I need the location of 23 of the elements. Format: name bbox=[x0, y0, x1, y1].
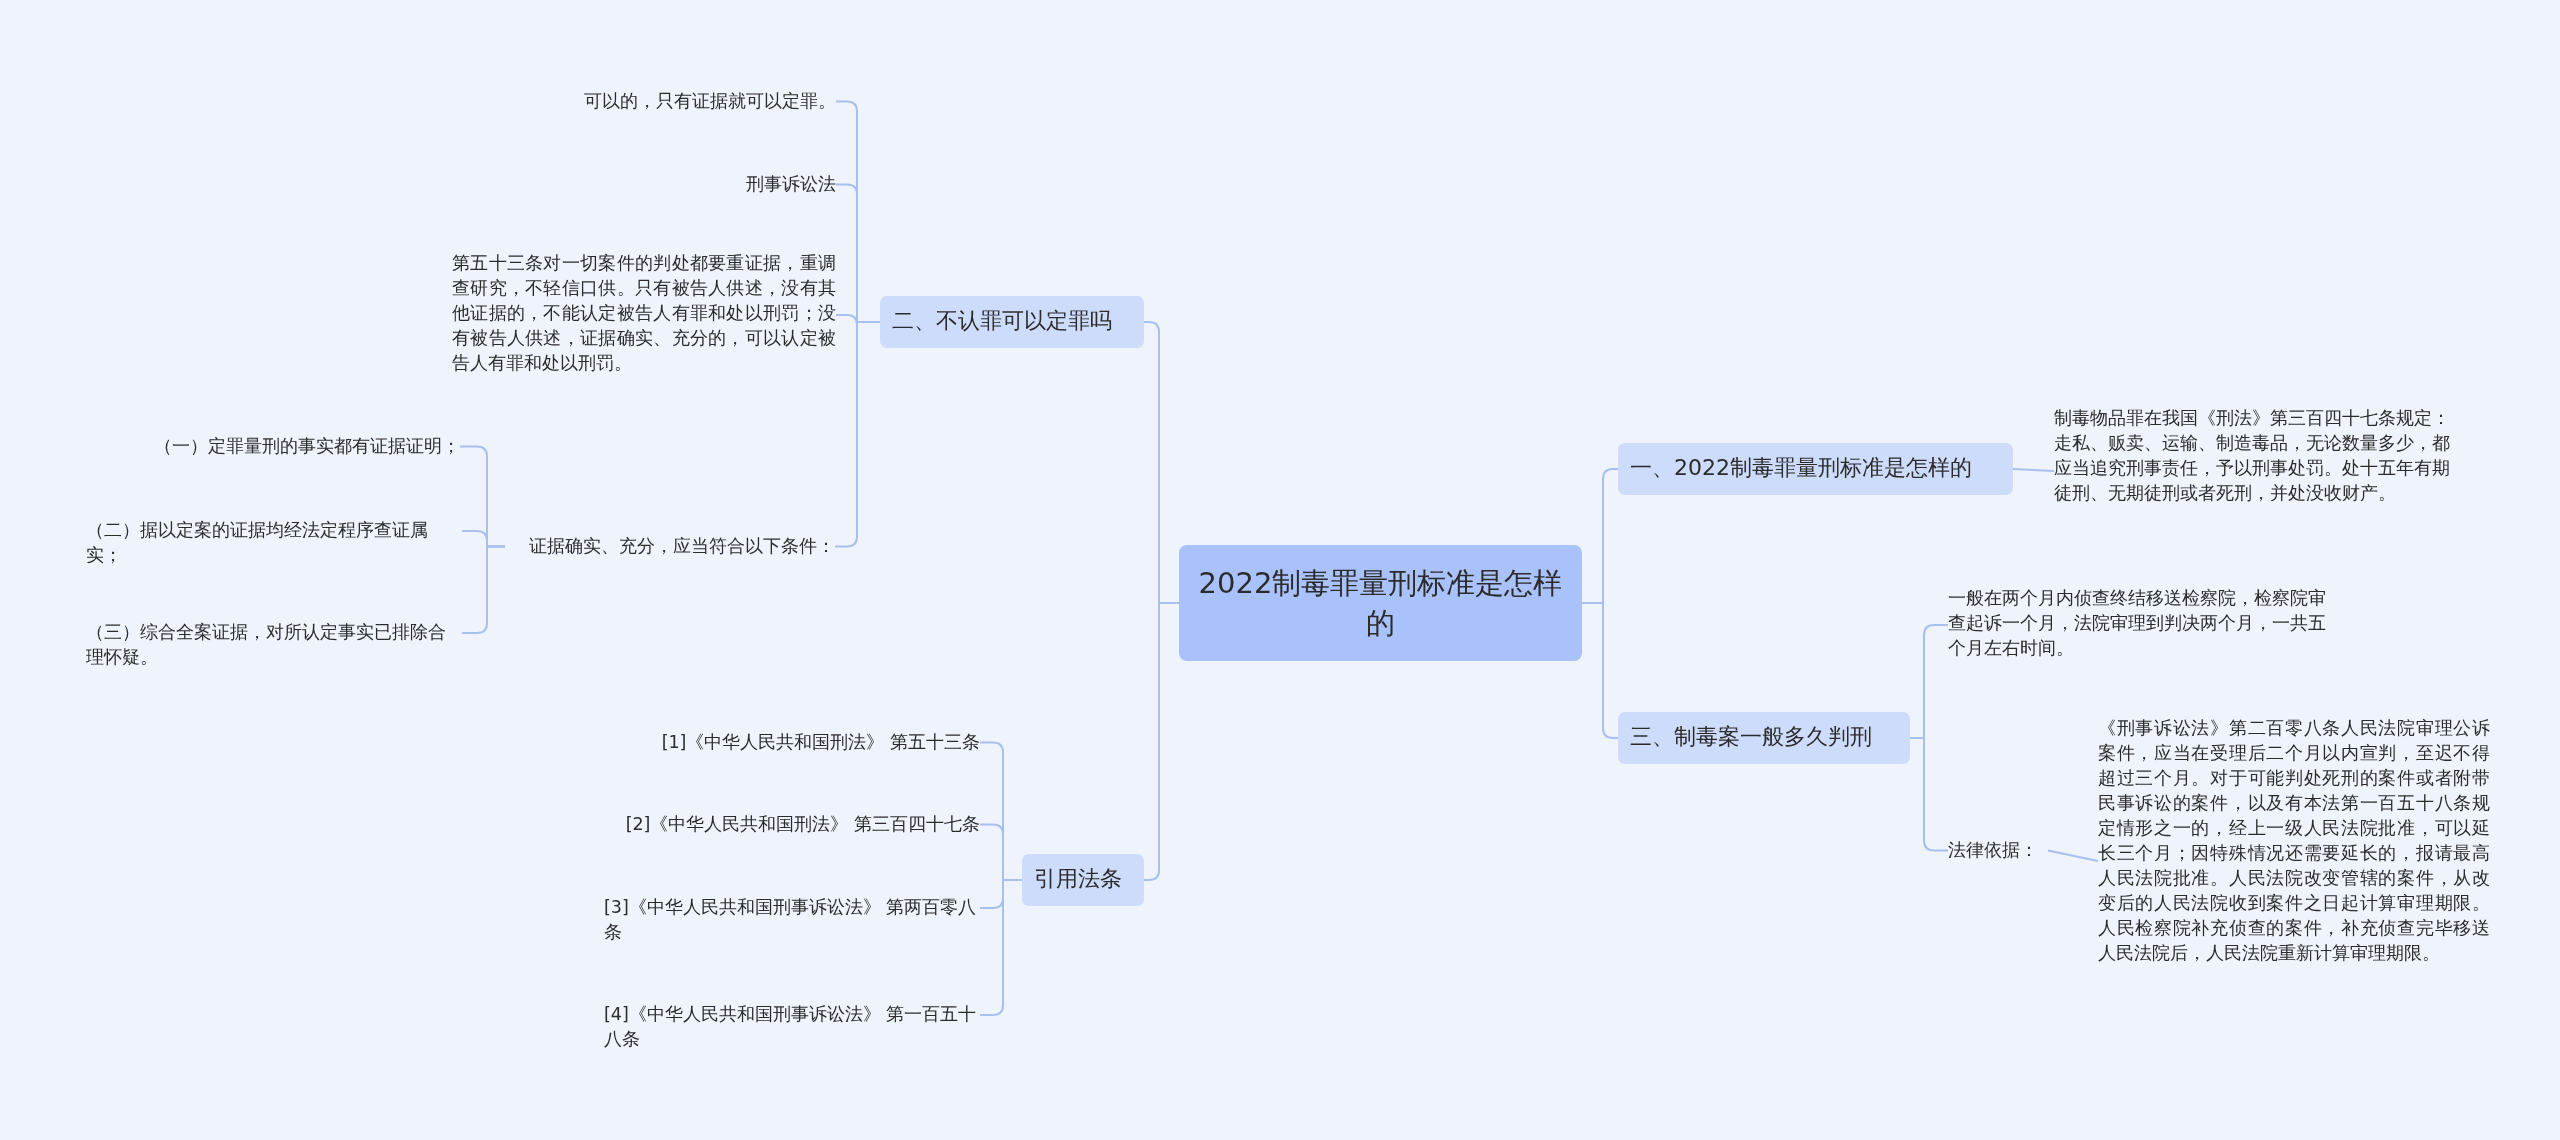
topic-text: 证据确实、充分，应当符合以下条件： bbox=[505, 534, 835, 559]
topic-box: 三、制毒案一般多久判刑 bbox=[1618, 712, 1910, 764]
topic-text: （一）定罪量刑的事实都有证据证明； bbox=[130, 434, 460, 459]
topic-box: 一、2022制毒罪量刑标准是怎样的 bbox=[1618, 443, 2013, 495]
topic-text: 第五十三条对一切案件的判处都要重证据，重调查研究，不轻信口供。只有被告人供述，没有其他证据的，不能认定被告人有罪和处以刑罚；没有被告人供述，证据确实、充分的，可以认定被告人有罪和处以刑罚。 bbox=[452, 251, 836, 379]
topic-text: [3]《中华人民共和国刑事诉讼法》 第两百零八条 bbox=[604, 895, 980, 945]
topic-text: 法律依据： bbox=[1948, 838, 2048, 863]
topic-text: [1]《中华人民共和国刑法》 第五十三条 bbox=[600, 730, 980, 755]
topic-text: 制毒物品罪在我国《刑法》第三百四十七条规定：走私、贩卖、运输、制造毒品，无论数量多少，都应当追究刑事责任，予以刑事处罚。处十五年有期徒刑、无期徒刑或者死刑，并处没收财产。 bbox=[2054, 406, 2454, 536]
central-topic: 2022制毒罪量刑标准是怎样的 bbox=[1179, 545, 1582, 661]
connector-line bbox=[2012, 468, 2055, 472]
topic-text: （三）综合全案证据，对所认定事实已排除合理怀疑。 bbox=[86, 620, 462, 670]
topic-text: [4]《中华人民共和国刑事诉讼法》 第一百五十八条 bbox=[604, 1002, 980, 1052]
topic-text: 刑事诉讼法 bbox=[700, 172, 836, 197]
connector-line bbox=[1143, 602, 1180, 881]
topic-text: [2]《中华人民共和国刑法》 第三百四十七条 bbox=[580, 812, 980, 837]
topic-text: （二）据以定案的证据均经法定程序查证属实； bbox=[86, 518, 462, 568]
topic-text: 《刑事诉讼法》第二百零八条人民法院审理公诉案件，应当在受理后二个月以内宣判，至迟不得超过三个月。对于可能判处死刑的案件或者附带民事诉讼的案件，以及有本法第一百五十八条规定情形之一的，经上一级人民法院批准，可以延长三个月；因特殊情况还需要延长的，报请最高人民法院批准。人民法院改变管辖的案件，从改变后的人民法院收到案件之日起计算审理期限。人民检察院补充侦查的案件，补充侦查完毕移送人民法院后，人民法院重新计算审理期限。 bbox=[2098, 716, 2490, 1006]
topic-text: 可以的，只有证据就可以定罪。 bbox=[540, 89, 836, 114]
topic-text: 一般在两个月内侦查终结移送检察院，检察院审查起诉一个月，法院审理到判决两个月，一共五个月左右时间。 bbox=[1948, 586, 2340, 664]
connector-line bbox=[2047, 849, 2099, 862]
topic-box: 二、不认罪可以定罪吗 bbox=[880, 296, 1144, 348]
topic-box: 引用法条 bbox=[1022, 854, 1144, 906]
